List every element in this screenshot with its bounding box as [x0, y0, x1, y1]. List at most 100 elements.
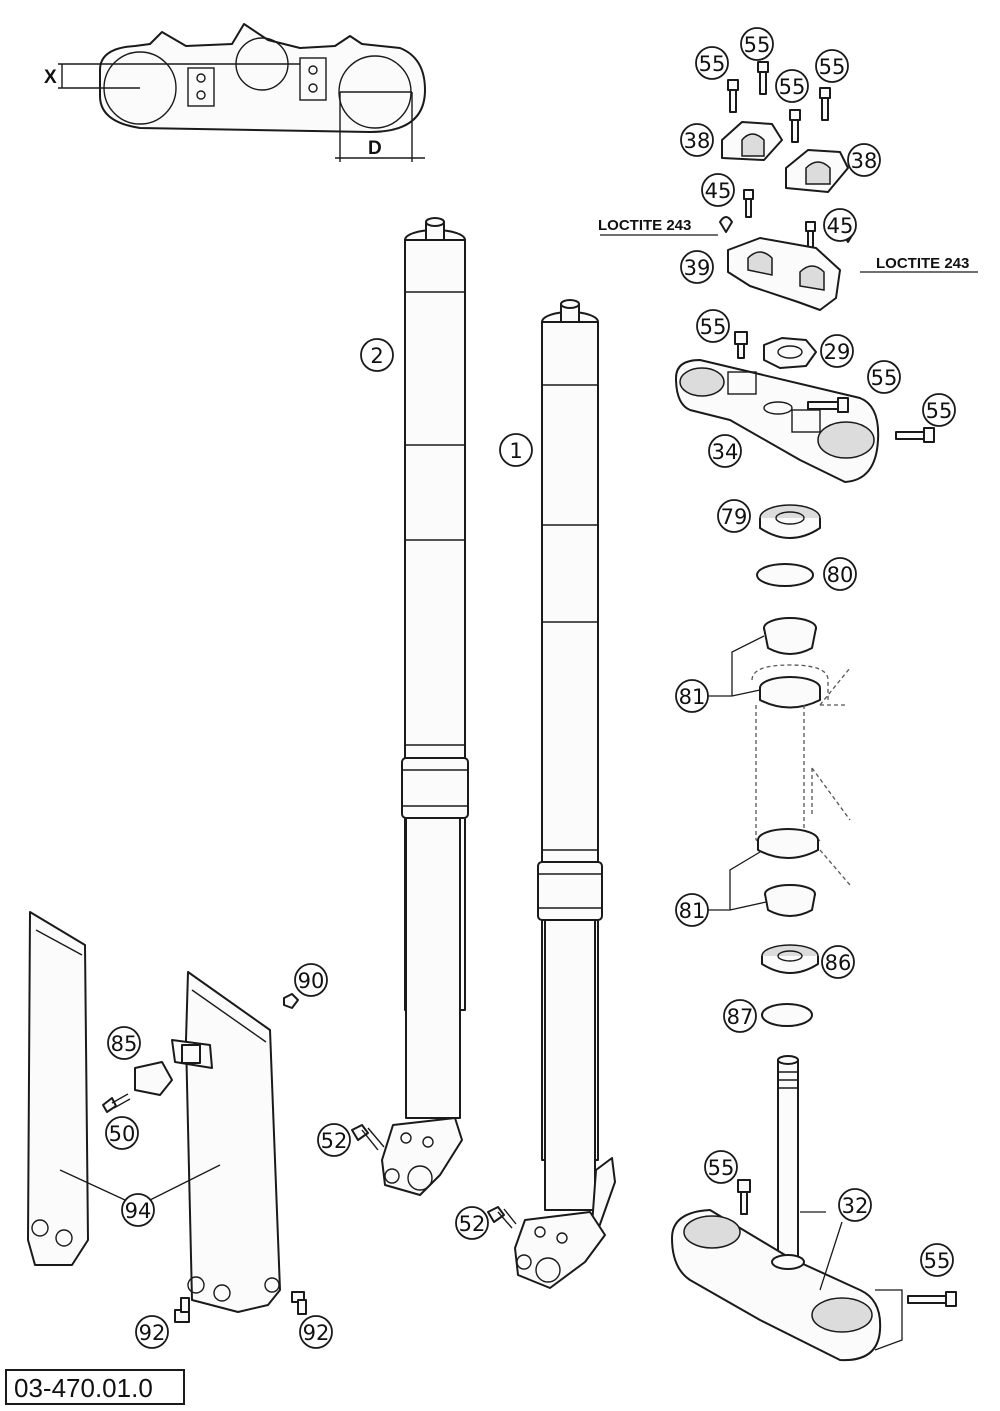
dimension-d-label: D	[368, 138, 382, 159]
callout-86: 86	[821, 945, 855, 979]
callout-34-text: 34	[712, 440, 739, 464]
handlebar-screws	[727, 61, 831, 143]
callout-85-text: 85	[111, 1032, 138, 1056]
callout-55-b-text: 55	[744, 33, 771, 57]
upper-triple-clamp	[675, 359, 935, 483]
callout-55-a: 55	[695, 46, 729, 80]
callout-55-f-text: 55	[871, 366, 898, 390]
callout-92-a-text: 92	[139, 1321, 166, 1345]
triple-clamp-dimension-sketch: X D	[44, 23, 426, 162]
fork-guard-right	[185, 971, 281, 1313]
callout-50: 50	[105, 1116, 139, 1150]
screw-92-right	[291, 1291, 307, 1315]
callout-55-a-text: 55	[699, 52, 726, 76]
callout-52-b: 52	[455, 1206, 489, 1240]
callout-81-b: 81	[675, 893, 709, 927]
callout-50-text: 50	[109, 1122, 136, 1146]
callout-94-text: 94	[125, 1199, 152, 1223]
lower-triple-clamp	[671, 1055, 957, 1362]
callout-79: 79	[717, 499, 751, 533]
callout-45-b: 45	[823, 208, 857, 242]
callout-87: 87	[723, 999, 757, 1033]
callout-81-a-text: 81	[679, 685, 706, 709]
dust-seal-79	[759, 504, 821, 539]
callout-29: 29	[820, 334, 854, 368]
o-ring-87	[761, 1003, 813, 1027]
callout-92-b-text: 92	[303, 1321, 330, 1345]
clamp-cap-right	[785, 149, 849, 193]
callout-55-g: 55	[922, 393, 956, 427]
callout-34: 34	[708, 434, 742, 468]
callout-2-text: 2	[370, 344, 383, 368]
callout-38-b-text: 38	[851, 149, 878, 173]
drawing-code-text: 03-470.01.0	[14, 1373, 153, 1403]
loctite-note-right: LOCTITE 243	[876, 255, 969, 272]
drawing-code-box: 03-470.01.0	[5, 1369, 185, 1405]
callout-32-text: 32	[842, 1194, 869, 1218]
screw-55-upper	[734, 331, 748, 359]
lower-bearing	[757, 828, 819, 917]
upper-bearing	[759, 617, 821, 709]
callout-81-a: 81	[675, 679, 709, 713]
loctite-note-left: LOCTITE 243	[598, 217, 691, 234]
clamp-cap-left	[721, 121, 783, 161]
callout-55-e: 55	[696, 309, 730, 343]
callout-55-e-text: 55	[700, 315, 727, 339]
callout-90-text: 90	[298, 969, 325, 993]
dust-seal-86	[761, 944, 819, 974]
callout-55-g-text: 55	[926, 399, 953, 423]
callout-39-text: 39	[684, 256, 711, 280]
callout-45-b-text: 45	[827, 214, 854, 238]
callout-2: 2	[360, 338, 394, 372]
steering-head-outline	[751, 664, 851, 886]
steering-nut	[763, 337, 817, 369]
callout-90: 90	[294, 963, 328, 997]
nut-90	[283, 993, 299, 1009]
callout-52-a-text: 52	[321, 1129, 348, 1153]
callout-85: 85	[107, 1026, 141, 1060]
callout-55-c: 55	[775, 69, 809, 103]
screw-52-right	[487, 1206, 517, 1229]
callout-1-text: 1	[509, 439, 522, 463]
bolt-50	[102, 1093, 131, 1113]
callout-45-a: 45	[701, 173, 735, 207]
callout-81-b-text: 81	[679, 899, 706, 923]
callout-29-text: 29	[824, 340, 851, 364]
screw-92-left	[174, 1297, 190, 1323]
callout-52-b-text: 52	[459, 1212, 486, 1236]
callout-79-text: 79	[721, 505, 748, 529]
fork-leg-right	[514, 299, 616, 1289]
callout-38-a: 38	[680, 123, 714, 157]
callout-80: 80	[823, 557, 857, 591]
callout-38-b: 38	[847, 143, 881, 177]
fork-leg-left	[381, 217, 469, 1196]
callout-1: 1	[499, 433, 533, 467]
callout-55-c-text: 55	[779, 75, 806, 99]
callout-80-text: 80	[827, 563, 854, 587]
callout-92-a: 92	[135, 1315, 169, 1349]
callout-86-text: 86	[825, 951, 852, 975]
callout-38-a-text: 38	[684, 129, 711, 153]
fork-guard-left	[27, 911, 89, 1266]
callout-55-d-text: 55	[819, 55, 846, 79]
callout-45-a-text: 45	[705, 179, 732, 203]
loctite-screw-left	[719, 189, 754, 233]
callout-94: 94	[121, 1193, 155, 1227]
callout-52-a: 52	[317, 1123, 351, 1157]
callout-55-i: 55	[920, 1243, 954, 1277]
callout-55-d: 55	[815, 49, 849, 83]
o-ring-80	[756, 563, 814, 587]
callout-55-i-text: 55	[924, 1249, 951, 1273]
callout-92-b: 92	[299, 1315, 333, 1349]
callout-55-h: 55	[704, 1150, 738, 1184]
callout-55-f: 55	[867, 360, 901, 394]
handlebar-clamp-base	[727, 237, 841, 311]
screw-52-left	[351, 1124, 385, 1151]
callout-87-text: 87	[727, 1005, 754, 1029]
callout-32: 32	[838, 1188, 872, 1222]
callout-55-b: 55	[740, 27, 774, 61]
callout-55-h-text: 55	[708, 1156, 735, 1180]
brake-line-clip	[134, 1039, 213, 1096]
